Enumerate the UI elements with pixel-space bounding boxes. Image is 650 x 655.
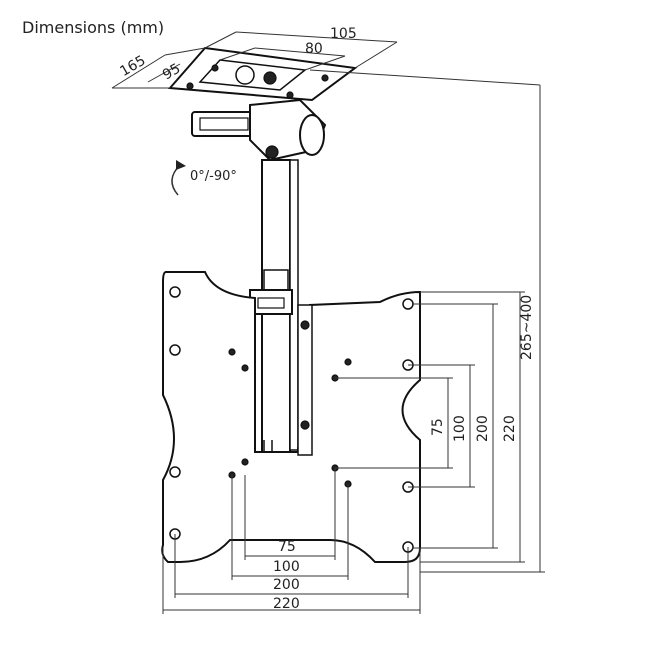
vertical-200-label: 200 xyxy=(475,415,491,442)
horizontal-200-label: 200 xyxy=(273,577,300,593)
horizontal-100-label: 100 xyxy=(273,559,300,575)
horizontal-dimensions: 75 100 200 220 xyxy=(162,468,421,614)
diagram-title: Dimensions (mm) xyxy=(22,18,165,37)
top-plate-dimensions: 105 80 165 95 xyxy=(111,26,398,89)
rotation-label: 0°/-90° xyxy=(190,169,237,184)
horizontal-220-label: 220 xyxy=(273,596,300,612)
top-depth-label: 165 xyxy=(117,53,148,80)
rotation-indicator: 0°/-90° xyxy=(171,160,237,196)
vertical-dimensions: 265~400 75 100 200 220 xyxy=(309,69,545,573)
vertical-100-label: 100 xyxy=(452,415,468,442)
top-inner-depth-label: 95 xyxy=(160,61,183,84)
ceiling-plate xyxy=(167,46,358,102)
vertical-75-label: 75 xyxy=(430,418,446,436)
top-inner-width-label: 80 xyxy=(305,41,323,57)
top-width-label: 105 xyxy=(330,26,357,42)
tilt-head xyxy=(191,98,327,162)
vertical-220-label: 220 xyxy=(502,415,518,442)
height-range-label: 265~400 xyxy=(519,295,535,360)
vesa-plate xyxy=(161,271,421,563)
horizontal-75-label: 75 xyxy=(278,539,296,555)
